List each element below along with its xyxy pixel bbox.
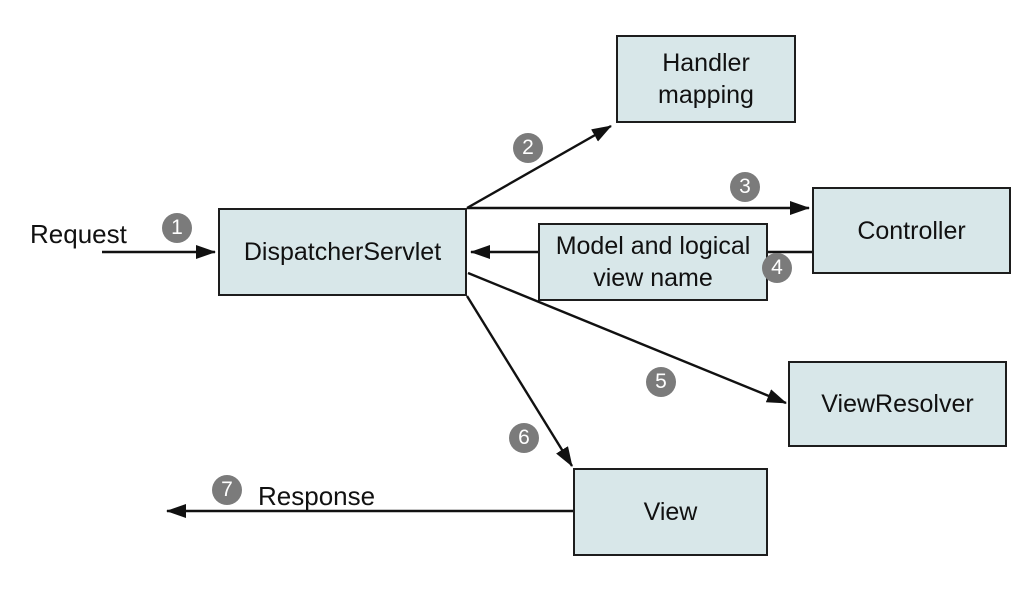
handler-mapping-label-line2: mapping: [658, 81, 754, 109]
dispatcher-servlet-label: DispatcherServlet: [243, 238, 442, 266]
step-badge-5: 5: [646, 367, 676, 397]
request-label: Request: [30, 219, 127, 249]
step-badge-4: 4: [762, 253, 792, 283]
view-label: View: [643, 498, 698, 526]
dispatcher-servlet-box: DispatcherServlet: [218, 208, 467, 296]
step-badge-2: 2: [513, 133, 543, 163]
handler-mapping-label-line1: Handler: [662, 49, 750, 77]
controller-box: Controller: [812, 187, 1011, 274]
step-badge-1: 1: [162, 213, 192, 243]
model-box-label-line1: Model and logical: [555, 232, 751, 260]
response-label: Response: [258, 481, 376, 511]
step-badge-6: 6: [509, 423, 539, 453]
model-box-label-line2: view name: [593, 264, 713, 292]
view-resolver-label: ViewResolver: [821, 390, 974, 418]
view-resolver-box: ViewResolver: [788, 361, 1007, 447]
handler-mapping-box: Handler mapping: [616, 35, 796, 123]
view-box: View: [573, 468, 768, 556]
controller-label: Controller: [857, 216, 966, 245]
step-badge-3: 3: [730, 172, 760, 202]
model-and-logical-view-name-box: Model and logical view name: [538, 223, 768, 301]
step-badge-7: 7: [212, 475, 242, 505]
